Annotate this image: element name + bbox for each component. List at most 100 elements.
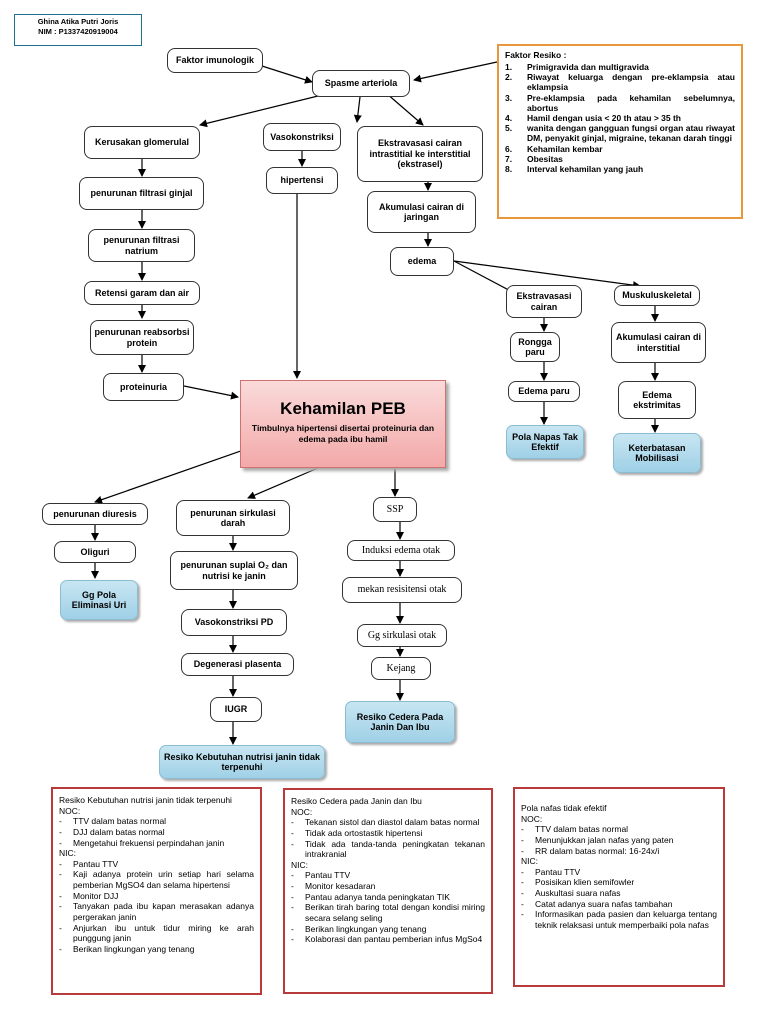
noc-text: Tidak ada ortostastik hipertensi [305,827,423,838]
risk-factor-number: 7. [505,153,513,164]
noc-text: Tidak ada tanda-tanda peningkatan tekana… [305,838,485,860]
node-vasokonstriksi: Vasokonstriksi [263,123,341,151]
nic-item: -Pantau TTV [59,859,254,870]
node-pola-napas: Pola Napas Tak Efektif [506,425,584,459]
risk-factor-text: Pre-eklampsia pada kehamilan sebelumnya,… [527,92,735,113]
bullet-dash: - [59,890,62,901]
risk-factor-item: 4.Hamil dengan usia < 20 th atau > 35 th [505,113,735,123]
risk-factor-number: 1. [505,62,513,72]
author-box: Ghina Atika Putri Joris NIM : P133742091… [14,14,142,46]
node-resiko-cedera: Resiko Cedera Pada Janin Dan Ibu [345,701,455,743]
node-edema: edema [390,247,454,276]
risk-factor-number: 3. [505,92,513,103]
node-penurunan-suplai: penurunan suplai O₂ dan nutrisi ke janin [170,551,298,590]
node-penurunan-reabsorbsi: penurunan reabsorbsi protein [90,320,194,355]
risk-factor-text: Riwayat keluarga dengan pre-eklampsia at… [527,72,735,93]
bullet-dash: - [59,837,62,848]
nic-text: Kaji adanya protein urin setiap hari sel… [73,869,254,890]
bullet-dash: - [59,826,62,837]
node-gg-pola-eliminasi: Gg Pola Eliminasi Uri [60,580,138,620]
nic-item: -Berikan lingkungan yang tenang [59,944,254,955]
node-penurunan-sirkulasi: penurunan sirkulasi darah [176,500,290,536]
bullet-dash: - [291,817,294,828]
bullet-dash: - [521,834,524,845]
bullet-dash: - [59,901,62,912]
bullet-dash: - [521,898,524,909]
node-edema-ekstrimitas: Edema ekstrimitas [618,381,696,419]
bullet-dash: - [291,870,294,881]
noc-text: DJJ dalam batas normal [73,826,165,837]
nic-item: -Kaji adanya protein urin setiap hari se… [59,869,254,890]
node-muskuluskeletal: Muskuluskeletal [614,285,700,306]
nic-item: -Kolaborasi dan pantau pemberian infus M… [291,934,485,945]
node-vasokonstriksi-pd: Vasokonstriksi PD [181,609,287,636]
noc-item: -Tekanan sistol dan diastol dalam batas … [291,817,485,828]
node-mekan-resistensi: mekan resisitensi otak [342,577,462,603]
noc-text: TTV dalam batas normal [73,816,167,827]
node-proteinuria: proteinuria [103,373,184,401]
nic-text: Auskultasi suara nafas [535,888,621,898]
nic-text: Monitor kesadaran [305,881,376,891]
bullet-dash: - [291,827,294,838]
noc-item: -TTV dalam batas normal [521,824,717,835]
risk-factor-text: wanita dengan gangguan fungsi organ atau… [527,123,735,144]
noc-item: -Tidak ada ortostastik hipertensi [291,828,485,839]
noc-item: -Tidak ada tanda-tanda peningkatan tekan… [291,839,485,860]
noc-text: RR dalam batas normal: 16-24x/i [535,845,660,856]
nic-item: -Pantau TTV [521,867,717,878]
nic-item: -Monitor DJJ [59,891,254,902]
noc-text: Tekanan sistol dan diastol dalam batas n… [305,817,480,828]
nic-list: -Pantau TTV-Monitor kesadaran-Pantau ada… [291,870,485,944]
node-oliguri: Oliguri [54,541,136,563]
risk-factor-text: Primigravida dan multigravida [527,62,649,72]
bullet-dash: - [291,881,294,891]
noc-item: -RR dalam batas normal: 16-24x/i [521,846,717,857]
noc-list: -TTV dalam batas normal-Menunjukkan jala… [521,824,717,856]
care-plan-title: Resiko Cedera pada Janin dan Ibu [291,796,422,806]
nic-text: Pantau TTV [73,858,119,869]
nic-label: NIC: [59,848,76,859]
risk-factor-number: 6. [505,143,513,154]
node-penurunan-filtrasi-ginjal: penurunan filtrasi ginjal [79,177,204,210]
nic-text: Berikan lingkungan yang tenang [73,943,195,954]
bullet-dash: - [59,816,62,827]
care-plan-title: Resiko Kebutuhan nutrisi janin tidak ter… [59,795,232,805]
nic-item: -Informasikan pada pasien dan keluarga t… [521,909,717,930]
bullet-dash: - [59,943,62,954]
noc-item: -DJJ dalam batas normal [59,827,254,838]
risk-factor-number: 2. [505,72,513,83]
nic-list: -Pantau TTV-Posisikan klien semifowler-A… [521,867,717,931]
node-iugr: IUGR [210,697,262,722]
node-induksi-edema: Induksi edema otak [347,540,455,561]
nic-item: - Monitor kesadaran [291,881,485,892]
nic-text: Pantau adanya tanda peningkatan TIK [305,891,450,902]
bullet-dash: - [291,934,294,945]
nic-label: NIC: [521,856,538,867]
bullet-dash: - [521,866,524,877]
noc-item: -Mengetahui frekuensi perpindahan janin [59,838,254,849]
node-rongga-paru: Rongga paru [510,332,560,362]
risk-factor-item: 2. Riwayat keluarga dengan pre-eklampsia … [505,72,735,92]
nic-item: -Berikan lingkungan yang tenang [291,924,485,935]
nic-text: Berikan tirah baring total dengan kondis… [305,902,485,923]
noc-text: TTV dalam batas normal [535,824,629,835]
nic-item: -Tanyakan pada ibu kapan merasakan adany… [59,901,254,922]
bullet-dash: - [521,845,524,856]
bullet-dash: - [291,902,294,913]
nic-item: -Posisikan klien semifowler [521,877,717,888]
main-subtitle: Timbulnya hipertensi disertai proteinuri… [251,423,435,445]
bullet-dash: - [291,891,294,902]
risk-factor-text: Interval kehamilan yang jauh [527,163,644,174]
node-degenerasi-plasenta: Degenerasi plasenta [181,653,294,676]
node-retensi-garam: Retensi garam dan air [84,281,200,305]
noc-list: -TTV dalam batas normal-DJJ dalam batas … [59,816,254,848]
risk-factors-list: 1. Primigravida dan multigravida 2. Riwayat… [505,62,735,174]
author-nim: NIM : P1337420919004 [38,26,118,36]
node-kerusakan-glomerulal: Kerusakan glomerulal [84,126,200,159]
nic-text: Anjurkan ibu untuk tidur miring ke arah … [73,922,254,944]
node-ekstravasasi-interstitial: Ekstravasasi cairan intrastitial ke inte… [357,126,483,182]
bullet-dash: - [521,824,524,835]
bullet-dash: - [291,923,294,934]
